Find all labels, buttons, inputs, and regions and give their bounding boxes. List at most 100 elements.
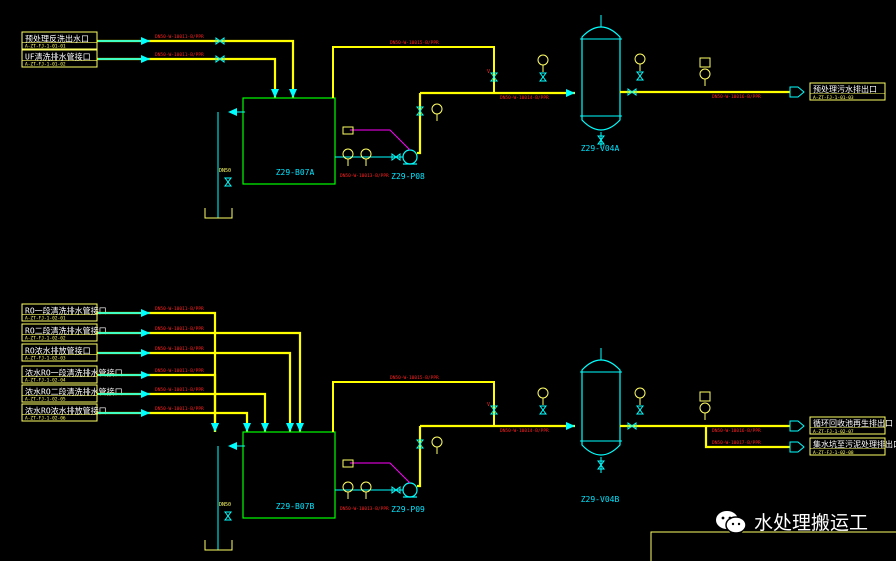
vessel-entry-arrow (566, 89, 575, 97)
watermark-text: 水处理搬运工 (753, 512, 868, 534)
upper-tank-label: Z29-B07A (276, 168, 315, 177)
tank-entry-arrow (261, 423, 269, 432)
wechat-icon (715, 510, 747, 534)
flow-meter-icon (699, 57, 711, 68)
outlet-gauge-icon (634, 53, 646, 65)
vessel-drain-valve-icon (597, 135, 605, 145)
upper-return-pipe (332, 46, 495, 98)
lower-pump-label: Z29-P09 (391, 505, 425, 514)
lower-inlet-pipe (97, 411, 249, 432)
discharge-valve-icon (416, 106, 424, 116)
drain-valve-icon (224, 177, 232, 187)
upper-inlet-code: A-ZT-FJ-1-01-01 (25, 44, 66, 50)
lower-outlet-code: A-ZT-FJ-1-02-08 (813, 450, 854, 456)
vessel-entry-arrow (566, 422, 575, 430)
lower-inlet-label: RO一段清洗排水管接口 (25, 305, 107, 315)
lower-inlet-pipe (97, 331, 302, 432)
upper-outlet-tag: DN50-W-10016-B/PPR (712, 94, 761, 100)
outlet-arrow (789, 441, 805, 453)
return-valve-tag: V (487, 402, 490, 408)
tank-entry-arrow (271, 89, 279, 98)
lower-tank-label: Z29-B07B (276, 502, 315, 511)
discharge-gauge-icon (431, 436, 443, 448)
inlet-flow-arrow (141, 349, 150, 357)
upper-inlet-pipe (97, 39, 295, 98)
lower-inlet-pipe (97, 351, 292, 432)
lower-inlet-code: A-ZT-FJ-1-02-04 (25, 378, 66, 384)
drain-pit (204, 540, 233, 551)
upper-outlet-code: A-ZT-FJ-1-01-03 (813, 95, 854, 101)
vessel-inlet-gauge-icon (537, 54, 549, 66)
upper-outlet-box (809, 82, 886, 101)
lower-return-tag: DN50-W-10015-B/PPR (390, 375, 439, 381)
lower-outlet-box (809, 437, 886, 456)
lower-inlet-line-tag: DN50-W-10011-B/PPR (155, 346, 204, 352)
outlet-valve-icon (627, 88, 637, 96)
inlet-flow-arrow (141, 329, 150, 337)
drain-pit (204, 208, 233, 219)
discharge-gauge-icon (431, 103, 443, 115)
upper-suction-tag: DN50-W-10013-B/PPR (340, 173, 389, 179)
lower-outlet-tag: DN50-W-10017-B/PPR (712, 440, 761, 446)
lower-vessel-label: Z29-V04B (581, 495, 620, 504)
inlet-flow-arrow (141, 309, 150, 317)
inlet-flow-arrow (141, 371, 150, 379)
control-box (342, 459, 354, 468)
lower-outlet-code: A-ZT-FJ-1-02-07 (813, 429, 854, 435)
lower-inlet-pipe (97, 392, 267, 432)
flow-transmitter-icon (699, 402, 711, 414)
tank-entry-arrow (296, 423, 304, 432)
lower-inlet-label: RO浓水排放管接口 (25, 345, 91, 355)
lower-inlet-label: 浓水RO一段清洗排水管接口 (25, 367, 123, 377)
outlet-gauge-icon (634, 387, 646, 399)
signal-line (350, 462, 411, 484)
upper-pump-label: Z29-P08 (391, 172, 425, 181)
inlet-flow-arrow (141, 37, 150, 45)
upper-inlet-line-tag: DN50-W-10011-B/PPR (155, 34, 204, 40)
inlet-valve-icon (215, 55, 225, 63)
drain-valve-icon (224, 511, 232, 521)
lower-outlet-label: 集水坑至污泥处理排出口 (813, 439, 896, 449)
lower-discharge-riser (417, 426, 422, 488)
upper-return-tag: DN50-W-10015-B/PPR (390, 40, 439, 46)
drain-arrow (228, 108, 237, 116)
lower-drain-label: DN50 (219, 502, 231, 508)
return-valve-icon (490, 72, 498, 82)
vessel-inlet-gauge-icon (537, 387, 549, 399)
lower-return-pipe (332, 381, 495, 432)
control-box (342, 126, 354, 135)
watermark: 水处理搬运工 (714, 508, 868, 535)
inlet-valve-icon (215, 37, 225, 45)
lower-tank (242, 431, 336, 519)
tank-entry-arrow (243, 423, 251, 432)
outlet-arrow (789, 420, 805, 432)
lower-inlet-line-tag: DN50-W-10011-B/PPR (155, 368, 204, 374)
outlet-valve-icon (627, 422, 637, 430)
upper-inlet-pipe (97, 57, 277, 98)
lower-inlet-code: A-ZT-FJ-1-02-06 (25, 416, 66, 422)
lower-inlet-label: RO二段清洗排水管接口 (25, 325, 107, 335)
lower-suction-tag: DN50-W-10013-B/PPR (340, 506, 389, 512)
return-valve-icon (490, 405, 498, 415)
lower-inlet-line-tag: DN50-W-10011-B/PPR (155, 406, 204, 412)
upper-tank (242, 97, 336, 185)
vessel-inlet-valve-icon (539, 72, 547, 82)
lower-inlet-code: A-ZT-FJ-1-02-02 (25, 336, 66, 342)
lower-outlet-label: 循环回收池再生排出口 (813, 418, 893, 428)
upper-discharge-riser (417, 93, 422, 155)
tank-entry-arrow (289, 89, 297, 98)
upper-inlet-line-tag: DN50-W-10011-B/PPR (155, 52, 204, 58)
vessel-drain-valve-icon (597, 460, 605, 470)
lower-outlet-tag: DN50-W-10016-B/PPR (712, 428, 761, 434)
tank-entry-arrow (286, 423, 294, 432)
suction-valve-icon (391, 486, 401, 494)
drain-arrow (228, 442, 237, 450)
flow-meter-icon (699, 391, 711, 402)
lower-inlet-line-tag: DN50-W-10011-B/PPR (155, 326, 204, 332)
lower-inlet-code: A-ZT-FJ-1-02-03 (25, 356, 66, 362)
lower-inlet-code: A-ZT-FJ-1-02-05 (25, 397, 66, 403)
upper-vessel (581, 26, 621, 131)
signal-line (350, 129, 411, 151)
vessel-inlet-valve-icon (539, 405, 547, 415)
